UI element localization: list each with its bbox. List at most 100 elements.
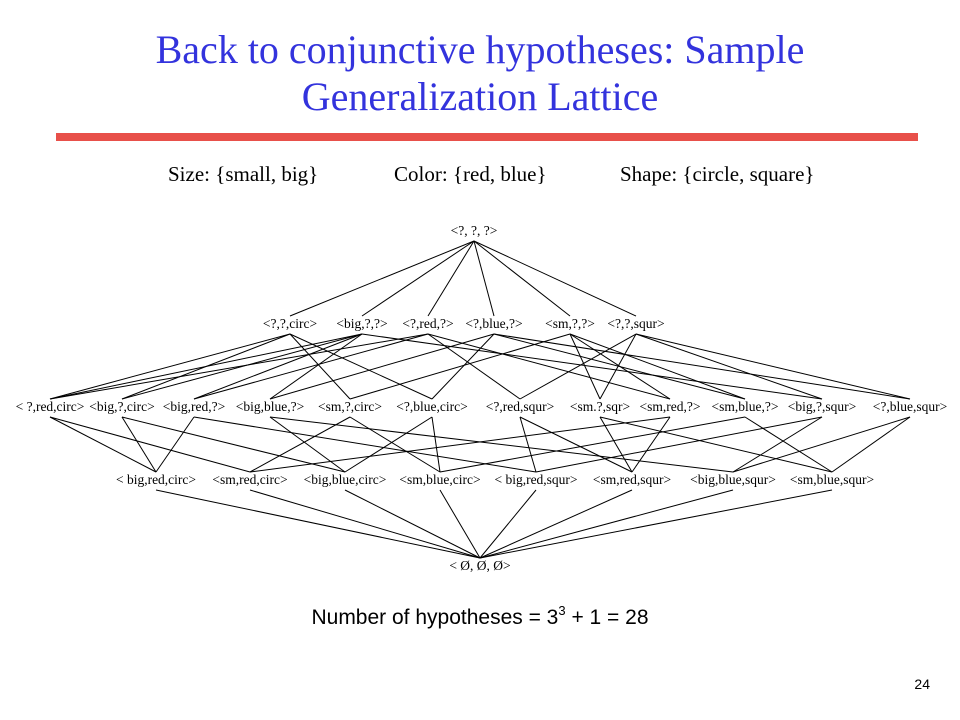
- lattice-node: <sm.?,sqr>: [570, 399, 630, 414]
- lattice-edge: [599, 416, 633, 473]
- lattice-node: <?,red,squr>: [486, 399, 554, 414]
- lattice-edge: [431, 333, 495, 400]
- lattice-edge: [427, 240, 475, 317]
- lattice-edge: [193, 333, 429, 400]
- lattice-edge: [349, 416, 441, 473]
- color-domain: Color: {red, blue}: [394, 162, 547, 186]
- lattice-node: <?, ?, ?>: [451, 223, 498, 238]
- lattice-node: <?,red,?>: [402, 316, 453, 331]
- lattice-node: <sm,red,circ>: [212, 472, 287, 487]
- lattice-edge: [473, 240, 571, 317]
- lattice-node: <big,?,circ>: [89, 399, 154, 414]
- lattice-edge: [269, 416, 346, 473]
- lattice-edge: [269, 333, 363, 400]
- lattice-node: <big,blue,circ>: [304, 472, 387, 487]
- formula-exponent: 3: [558, 603, 566, 618]
- lattice-edge: [427, 333, 521, 400]
- lattice-node: <sm,blue,circ>: [399, 472, 480, 487]
- lattice-edge: [473, 240, 637, 317]
- lattice-node: <sm,?,?>: [545, 316, 595, 331]
- lattice-edge: [361, 240, 475, 317]
- lattice-edges: [49, 240, 911, 559]
- lattice-edge: [599, 416, 833, 473]
- page-number: 24: [914, 676, 930, 692]
- lattice-edge: [269, 333, 495, 400]
- lattice-edge: [431, 416, 441, 473]
- lattice-node: <big,blue,?>: [236, 399, 304, 414]
- lattice-edge: [249, 489, 481, 559]
- lattice-edge: [49, 333, 291, 400]
- lattice-node: <?,blue,squr>: [873, 399, 947, 414]
- lattice-edge: [249, 416, 671, 473]
- lattice-edge: [361, 333, 823, 400]
- lattice-edge: [155, 416, 195, 473]
- lattice-edge: [349, 333, 571, 400]
- lattice-edge: [479, 489, 734, 559]
- lattice-node: <big,red,?>: [163, 399, 225, 414]
- lattice-edge: [635, 333, 823, 400]
- lattice-node: <?,?,circ>: [263, 316, 317, 331]
- lattice-edge: [49, 333, 429, 400]
- lattice-edge: [121, 416, 346, 473]
- lattice-edge: [473, 240, 495, 317]
- lattice-edge: [744, 416, 833, 473]
- shape-domain: Shape: {circle, square}: [620, 162, 815, 186]
- lattice-edge: [439, 416, 746, 473]
- lattice-edge: [49, 333, 363, 400]
- lattice-edge: [344, 489, 481, 559]
- lattice-edge: [289, 333, 433, 400]
- lattice-edge: [831, 416, 911, 473]
- lattice-edge: [49, 416, 157, 473]
- lattice-edge: [479, 489, 633, 559]
- lattice-node: <sm,red,squr>: [593, 472, 671, 487]
- lattice-edge: [269, 416, 734, 473]
- lattice-node: < big,red,circ>: [116, 472, 196, 487]
- lattice-edge: [479, 489, 833, 559]
- lattice-edge: [732, 416, 823, 473]
- lattice-edge: [121, 333, 363, 400]
- lattice-node: <?,?,squr>: [607, 316, 664, 331]
- lattice-edge: [732, 416, 911, 473]
- lattice-edge: [535, 416, 823, 473]
- lattice-edge: [289, 240, 475, 317]
- lattice-node: <?,blue,circ>: [396, 399, 467, 414]
- formula-prefix: Number of hypotheses = 3: [311, 606, 559, 629]
- lattice-edge: [519, 333, 637, 400]
- lattice-node: <sm,blue,?>: [712, 399, 779, 414]
- lattice-edge: [519, 416, 633, 473]
- lattice-edge: [569, 333, 671, 400]
- lattice-edge: [479, 489, 537, 559]
- lattice-edge: [49, 416, 251, 473]
- lattice-edge: [599, 333, 637, 400]
- lattice-node: <sm,red,?>: [640, 399, 701, 414]
- lattice-node: <sm,?,circ>: [318, 399, 382, 414]
- lattice-node: <?,blue,?>: [465, 316, 522, 331]
- lattice-edge: [569, 333, 601, 400]
- lattice-node: < big,red,squr>: [494, 472, 577, 487]
- hypothesis-count-formula: Number of hypotheses = 33 + 1 = 28: [0, 603, 960, 630]
- lattice-edge: [635, 333, 911, 400]
- lattice-edge: [249, 416, 351, 473]
- lattice-edge: [569, 333, 746, 400]
- lattice-edge: [155, 489, 481, 559]
- lattice-node: <big,blue,squr>: [690, 472, 776, 487]
- lattice-edge: [493, 333, 911, 400]
- lattice-edge: [427, 333, 671, 400]
- lattice-node: < ?,red,circ>: [16, 399, 85, 414]
- lattice-node: <sm,blue,squr>: [790, 472, 874, 487]
- size-domain: Size: {small, big}: [168, 162, 319, 186]
- lattice-node: <big,?,squr>: [788, 399, 856, 414]
- lattice-edge: [193, 333, 363, 400]
- formula-suffix: + 1 = 28: [565, 606, 649, 629]
- lattice-edge: [344, 416, 433, 473]
- lattice-edge: [631, 416, 671, 473]
- lattice-edge: [289, 333, 351, 400]
- lattice-node: <big,?,?>: [336, 316, 387, 331]
- lattice-edge: [519, 416, 537, 473]
- lattice-edge: [193, 416, 537, 473]
- lattice-nodes: <?, ?, ?> <?,?,circ> <big,?,?> <?,red,?> <?,…: [16, 223, 948, 573]
- title-underline: [56, 133, 918, 141]
- lattice-edge: [439, 489, 481, 559]
- slide-title: Back to conjunctive hypotheses: Sample G…: [155, 27, 805, 119]
